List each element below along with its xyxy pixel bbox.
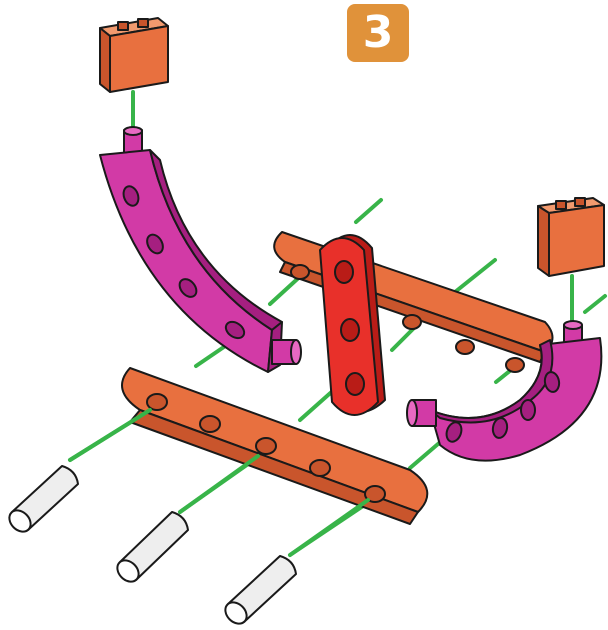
straight-beam-back xyxy=(274,232,552,362)
step-number-badge: 3 xyxy=(347,4,409,62)
connector-block-right xyxy=(538,198,604,276)
guide-line-right-edge xyxy=(585,296,605,312)
axle-pin-2 xyxy=(113,512,188,586)
axle-pin-1 xyxy=(5,466,78,536)
step-number: 3 xyxy=(363,11,394,55)
axle-pin-3 xyxy=(221,556,296,625)
connector-block-top-left xyxy=(100,18,168,92)
curved-beam-left xyxy=(100,127,301,372)
guide-line-right-beam-top xyxy=(455,260,495,292)
guide-line-red-top xyxy=(356,200,381,222)
